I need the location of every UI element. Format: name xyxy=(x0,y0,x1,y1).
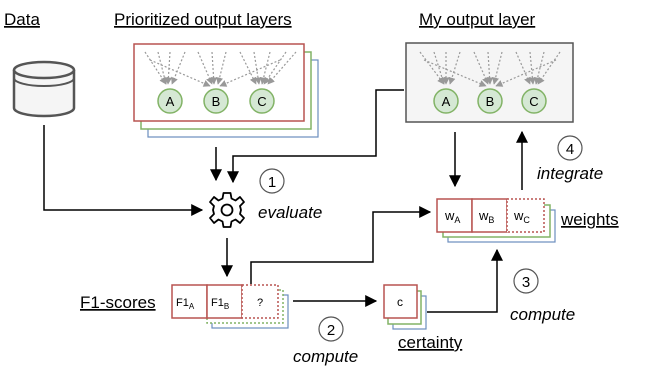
gear-icon xyxy=(209,192,245,228)
f1-cell-a xyxy=(171,284,208,319)
prioritized-dotted-connections xyxy=(144,51,297,87)
weight-c-text: wC xyxy=(513,208,530,225)
svg-text:C: C xyxy=(257,94,266,109)
database-icon xyxy=(12,60,76,118)
arrow-f1-to-weights xyxy=(250,206,432,284)
arrow-certainty-to-weights xyxy=(427,248,503,313)
certainty-cell-text: c xyxy=(397,295,403,309)
step-1-marker: 1 xyxy=(259,168,285,194)
svg-text:4: 4 xyxy=(566,141,574,158)
svg-text:B: B xyxy=(486,94,495,109)
svg-text:A: A xyxy=(442,94,451,109)
step-4-marker: 4 xyxy=(557,135,583,161)
my-layer-dotted-connections xyxy=(419,51,561,87)
certainty-stack: c xyxy=(383,284,427,330)
data-heading: Data xyxy=(4,10,40,29)
f1-cell-unknown xyxy=(241,284,279,319)
weights-label: weights xyxy=(560,210,619,229)
f1-cell-b xyxy=(206,284,243,319)
svg-text:A: A xyxy=(166,94,175,109)
prioritized-node-c: C xyxy=(249,88,275,114)
svg-text:B: B xyxy=(212,94,221,109)
flow-arrows xyxy=(43,89,528,313)
f1-scores-label: F1-scores xyxy=(80,293,156,312)
my-node-a: A xyxy=(433,88,459,114)
step-2-marker: 2 xyxy=(318,316,344,342)
weight-b-text: wB xyxy=(478,208,494,225)
svg-text:2: 2 xyxy=(327,322,335,339)
prioritized-node-a: A xyxy=(157,88,183,114)
f1-unknown-text: ? xyxy=(257,297,263,309)
compute-label-2: compute xyxy=(293,347,358,366)
svg-text:3: 3 xyxy=(522,274,530,291)
step-3-marker: 3 xyxy=(513,268,539,294)
weight-cell-b xyxy=(471,198,508,233)
weight-cell-a xyxy=(436,198,473,233)
integrate-label: integrate xyxy=(537,164,603,183)
arrow-data-to-gear xyxy=(43,125,204,216)
f1-b-text: F1B xyxy=(211,297,229,311)
svg-text:1: 1 xyxy=(268,174,276,191)
certainty-cell xyxy=(383,284,418,319)
weight-a-text: wA xyxy=(444,208,460,225)
evaluate-label: evaluate xyxy=(258,203,322,222)
arrow-mylayer-to-gear xyxy=(227,89,404,184)
weight-cell-c xyxy=(506,198,545,233)
weights-stack: wA wB wC xyxy=(436,198,556,243)
f1-a-text: F1A xyxy=(176,297,195,311)
f1-scores-stack: F1A F1B ? xyxy=(171,284,289,329)
prioritized-node-b: B xyxy=(203,88,229,114)
prioritized-layers-heading: Prioritized output layers xyxy=(114,10,292,29)
my-output-layer-heading: My output layer xyxy=(419,10,536,29)
my-node-c: C xyxy=(521,88,547,114)
my-node-b: B xyxy=(477,88,503,114)
svg-text:C: C xyxy=(529,94,538,109)
certainty-label: certainty xyxy=(398,333,463,352)
compute-label-3: compute xyxy=(510,305,575,324)
